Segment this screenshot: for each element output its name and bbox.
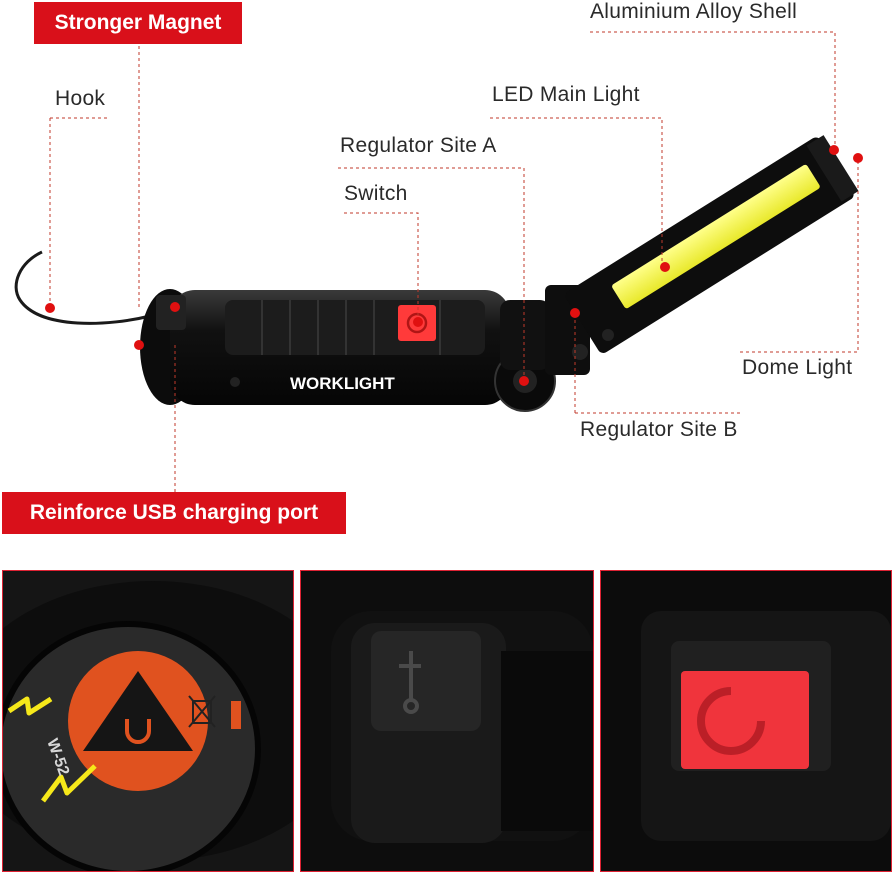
- hook-icon: [14, 250, 151, 325]
- panel-magnet-base: W-52: [2, 570, 294, 872]
- label-switch: Switch: [344, 182, 408, 205]
- led-arm: [565, 135, 859, 353]
- panel-usb-port: [300, 570, 594, 872]
- label-hook: Hook: [55, 87, 106, 110]
- label-regulator-site-b: Regulator Site B: [580, 418, 738, 441]
- worklight-text: WORKLIGHT: [290, 374, 395, 393]
- label-dome-light: Dome Light: [742, 356, 853, 379]
- worklight-illustration: WORKLIGHT: [14, 31, 863, 495]
- warning-triangle-icon: [83, 671, 193, 751]
- label-stronger-magnet: Stronger Magnet: [34, 2, 242, 44]
- led-main-light: [612, 164, 820, 309]
- magnet-icon: [125, 719, 151, 744]
- panel-power-switch: [600, 570, 892, 872]
- power-icon: [406, 312, 428, 334]
- usb-icon: [399, 651, 421, 714]
- recycle-bin-crossed-icon: [188, 695, 216, 728]
- lightning-bolt-icon: [7, 696, 97, 803]
- label-aluminium-alloy-shell: Aluminium Alloy Shell: [590, 0, 798, 23]
- power-icon: [697, 687, 765, 755]
- label-reinforce-usb: Reinforce USB charging port: [2, 492, 346, 534]
- label-regulator-site-a: Regulator Site A: [340, 134, 497, 157]
- label-led-main-light: LED Main Light: [492, 83, 640, 106]
